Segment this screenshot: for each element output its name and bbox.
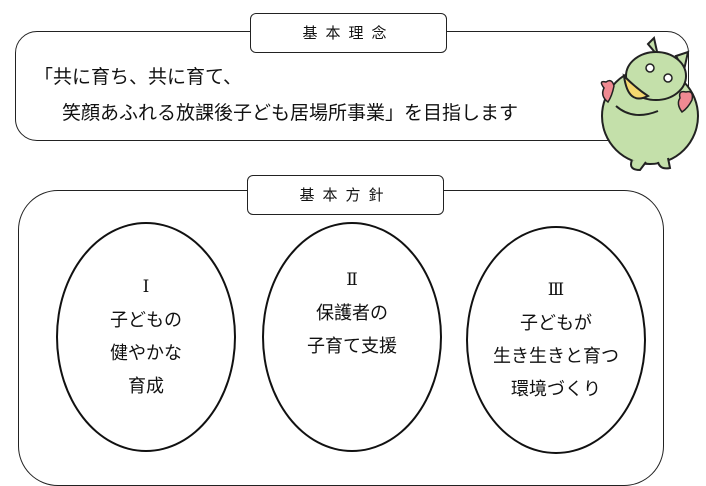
- policy-numeral: Ⅰ: [142, 277, 150, 297]
- policy-item-3: Ⅲ 子どもが 生き生きと育つ 環境づくり: [466, 226, 646, 454]
- policy-text-line: 保護者の: [316, 303, 388, 324]
- policy-text-line: 子どもが: [520, 313, 592, 334]
- policy-text-line: 育成: [128, 376, 164, 397]
- mascot-rhino-icon: [600, 36, 699, 172]
- policy-text-line: 生き生きと育つ: [493, 346, 619, 367]
- policy-text-line: 子育て支援: [307, 336, 397, 357]
- policy-text-line: 健やかな: [110, 343, 182, 364]
- philosophy-line-2: 笑顔あふれる放課後子ども居場所事業」を目指します: [62, 102, 519, 124]
- policy-numeral: Ⅱ: [346, 270, 358, 290]
- policy-item-1: Ⅰ 子どもの 健やかな 育成: [56, 222, 236, 452]
- policy-label: 基本方針: [247, 175, 444, 215]
- policy-item-2: Ⅱ 保護者の 子育て支援: [262, 222, 442, 452]
- philosophy-line-1: 「共に育ち、共に育て、: [34, 66, 243, 88]
- policy-text-line: 環境づくり: [511, 379, 601, 400]
- policy-text-line: 子どもの: [110, 310, 182, 331]
- philosophy-label: 基本理念: [250, 13, 447, 53]
- policy-numeral: Ⅲ: [547, 280, 565, 300]
